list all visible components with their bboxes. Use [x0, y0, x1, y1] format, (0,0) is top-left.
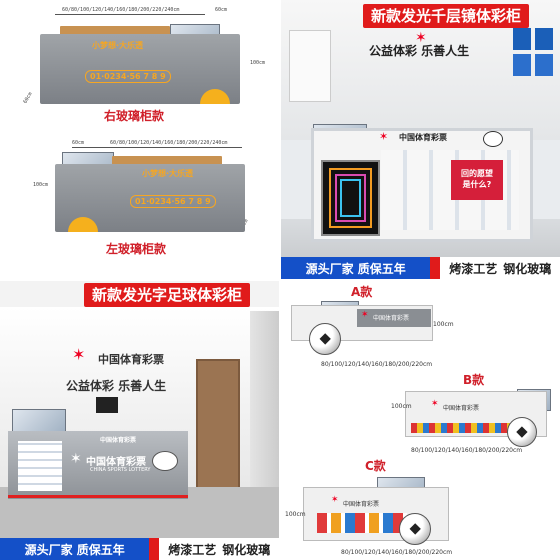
wall-poster [513, 54, 531, 76]
dimension-height-label: 100cm [391, 403, 412, 410]
counter-brand: 中国体育彩票 [86, 457, 146, 468]
wall-brand: 中国体育彩票 [98, 353, 164, 366]
feature-glass: 钢化玻璃 [503, 261, 552, 276]
dimension-glass-label: 60cm [72, 140, 85, 146]
football-icon [309, 323, 341, 355]
dimension-line [55, 14, 205, 15]
headline-banner: 新款发光千层镜体彩柜 [363, 4, 530, 28]
orange-semicircle-decor [68, 217, 98, 232]
counter-sign-text: 小梦想·大乐透 [92, 41, 144, 50]
dimension-width-label: 80/100/120/140/160/180/200/220cm [321, 361, 433, 368]
feature-factory-warranty: 源头厂家 质保五年 [281, 257, 431, 279]
side-window [289, 30, 331, 102]
feature-glass: 钢化玻璃 [222, 542, 271, 557]
feature-factory-warranty: 源头厂家 质保五年 [0, 538, 150, 560]
feature-paint: 烤漆工艺 [168, 542, 217, 557]
promo-text-line2: 是什么? [462, 180, 492, 189]
variant-b-title: B款 [463, 373, 485, 387]
dimension-width-label: 60/80/100/120/140/160/180/200/220/240cm [62, 7, 180, 13]
lottery-logo-icon: ✶ [72, 345, 86, 364]
feature-bar: 源头厂家 质保五年 烤漆工艺 钢化玻璃 [281, 257, 560, 279]
promo-text-line1: 回的愿望 [461, 169, 493, 178]
panel-mirror-counter: 新款发光千层镜体彩柜 ✶ 公益体彩 乐善人生 中国体育彩票 ✶ 回的愿望 是什么… [281, 0, 560, 279]
variant-c-title: C款 [365, 459, 386, 473]
variant-b-brand: 中国体育彩票 [443, 405, 480, 412]
headline-banner: 新款发光字足球体彩柜 [84, 283, 251, 307]
lottery-poster-panel [18, 441, 62, 491]
dimension-height-label: 100cm [250, 60, 266, 66]
variant-c-brand: 中国体育彩票 [343, 501, 380, 508]
wall-poster [535, 54, 553, 76]
promo-screen: 回的愿望 是什么? [451, 160, 503, 200]
lottery-logo-icon: ✶ [431, 399, 439, 409]
dimension-height-label: 100cm [33, 182, 49, 188]
football-icon [507, 417, 537, 447]
lottery-logo-icon: ✶ [379, 130, 389, 143]
counter-sign-text: 小梦想·大乐透 [142, 169, 194, 178]
lottery-strip [411, 423, 521, 433]
glass-display-case [12, 409, 66, 435]
wall-poster [513, 28, 531, 50]
wall-slogan: 公益体彩 乐善人生 [66, 379, 167, 393]
wall-slogan: 公益体彩 乐善人生 [369, 44, 470, 58]
dimension-height-label: 100cm [285, 511, 306, 518]
lottery-logo-icon: ✶ [70, 451, 82, 467]
mascot-icon [483, 131, 503, 147]
wood-counter-top [60, 26, 170, 36]
dimension-width-label: 60/80/100/120/140/160/180/200/220/240cm [110, 140, 228, 146]
dimension-glass-label: 60cm [215, 7, 228, 13]
lottery-logo-row [317, 513, 407, 533]
wood-counter-top [112, 156, 222, 166]
lottery-logo-icon: ✶ [415, 30, 427, 46]
variant-a-brand: 中国体育彩票 [373, 315, 410, 322]
side-wall [250, 311, 279, 511]
lottery-logo-icon: ✶ [331, 495, 339, 505]
wall-poster [535, 28, 553, 50]
panel-dimension-drawings: 60/80/100/120/140/160/180/200/220/240cm … [0, 0, 279, 279]
counter-sign-number: 01·0234·56 7 8 9 [130, 195, 216, 208]
counter-sign-number: 01·0234·56 7 8 9 [85, 70, 171, 83]
caption-right-glass: 右玻璃柜款 [104, 109, 165, 123]
infinity-mirror-screen [321, 160, 380, 236]
orange-semicircle-decor [200, 89, 230, 104]
monitor [96, 397, 118, 413]
feature-paint: 烤漆工艺 [449, 261, 498, 276]
wooden-door [196, 359, 240, 493]
feature-bar: 源头厂家 质保五年 烤漆工艺 钢化玻璃 [0, 538, 279, 560]
dimension-line [72, 147, 242, 148]
dimension-width-label: 80/100/120/140/160/180/200/220cm [341, 549, 453, 556]
caption-left-glass: 左玻璃柜款 [106, 242, 167, 256]
variant-a-title: A款 [351, 285, 373, 299]
football-icon [399, 513, 431, 545]
panel-variants: A款 ✶ 中国体育彩票 80/100/120/140/160/180/200/2… [281, 281, 560, 560]
dimension-side-label: 60cm [22, 91, 34, 105]
dimension-width-label: 80/100/120/140/160/180/200/220cm [411, 447, 523, 454]
lottery-logo-icon: ✶ [361, 310, 369, 320]
mascot-icon [152, 451, 178, 471]
counter-brand-sub: CHINA SPORTS LOTTERY [90, 467, 151, 473]
counter-brand: 中国体育彩票 [399, 133, 447, 142]
panel-football-counter: 新款发光字足球体彩柜 ✶ 中国体育彩票 公益体彩 乐善人生 中国体育彩票 ✶ 中… [0, 281, 279, 560]
counter-led-strip [8, 495, 188, 498]
dimension-height-label: 100cm [433, 321, 454, 328]
